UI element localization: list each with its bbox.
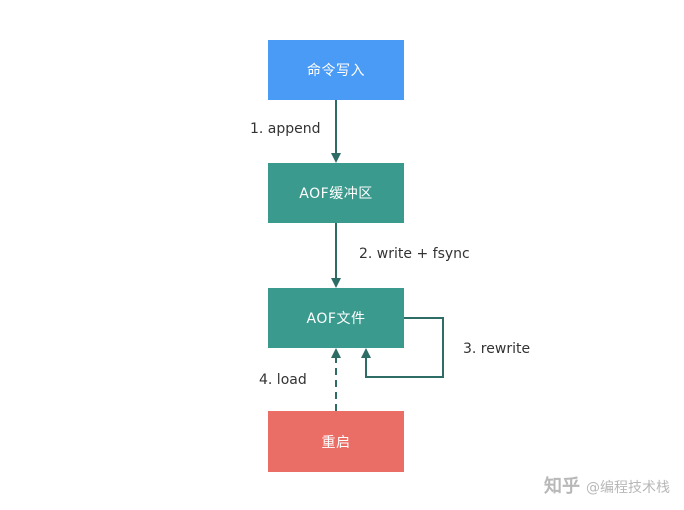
watermark-text: @编程技术栈	[586, 480, 670, 496]
edge-rewrite-label: 3. rewrite	[463, 341, 531, 357]
node-command-write: 命令写入	[268, 40, 404, 100]
node-aof-buffer: AOF缓冲区	[268, 163, 404, 223]
node-aof-buffer-label: AOF缓冲区	[299, 186, 373, 202]
watermark-logo: 知乎	[544, 476, 580, 497]
edge-rewrite-loop	[361, 317, 444, 378]
edge-write-label: 2. write + fsync	[359, 246, 470, 262]
edge-load-label: 4. load	[259, 372, 307, 388]
node-command-write-label: 命令写入	[307, 63, 365, 79]
node-aof-file: AOF文件	[268, 288, 404, 348]
watermark: 知乎 @编程技术栈	[544, 472, 670, 498]
edge-append-label: 1. append	[250, 121, 321, 137]
node-aof-file-label: AOF文件	[306, 311, 366, 327]
node-restart-label: 重启	[321, 434, 351, 451]
node-restart: 重启	[268, 411, 404, 472]
